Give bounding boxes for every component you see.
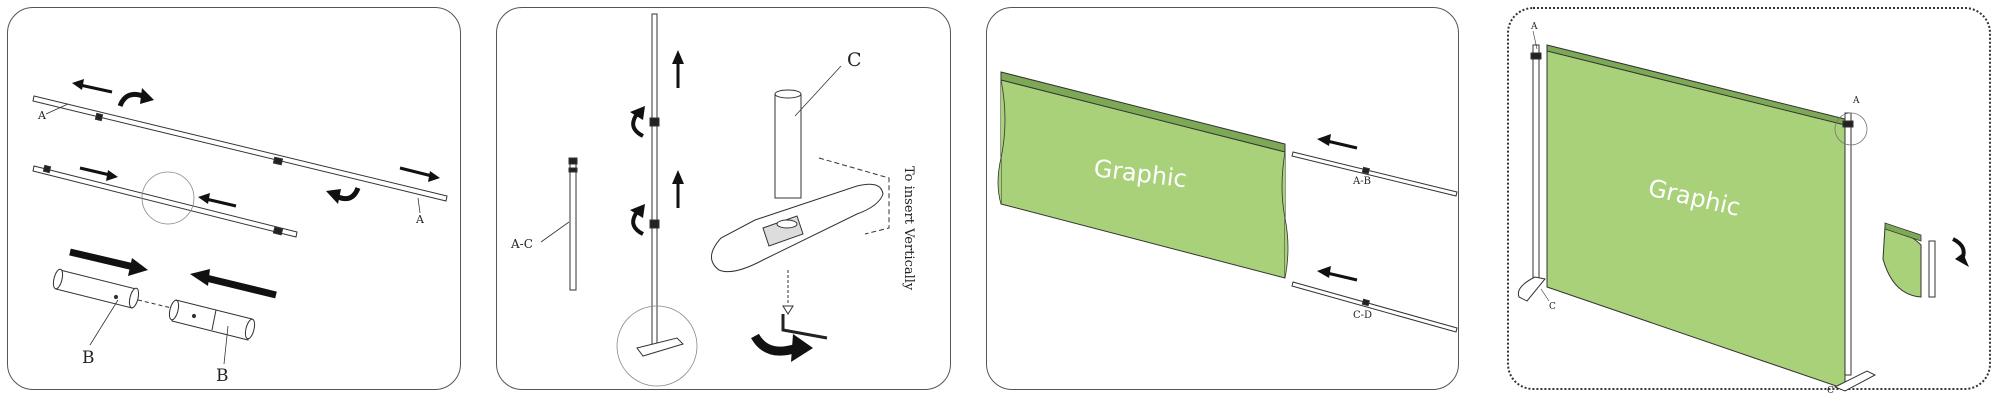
left-foot <box>1517 276 1546 302</box>
arrow-left-small-icon <box>198 193 237 208</box>
rotate-arrow-icon-2 <box>630 204 645 236</box>
step-2-panel: A-C C <box>496 7 951 390</box>
label-a-top-right: A <box>1852 96 1860 106</box>
step-3-panel: Graphic A-B C-D <box>986 7 1459 390</box>
tall-pole <box>649 13 660 345</box>
big-arrow-left-icon <box>190 269 277 299</box>
label-c-right: C <box>1827 386 1834 396</box>
graphic-banner <box>997 71 1289 279</box>
label-c: C <box>847 49 862 71</box>
arrow-right-icon <box>399 166 440 182</box>
label-vertical-note: To insert Vertically <box>901 166 916 291</box>
rotate-arrow-icon <box>630 106 645 138</box>
arrow-up-icon-2 <box>672 170 684 208</box>
rotate-big-arrow-icon <box>751 333 813 362</box>
detail-circle <box>1834 112 1868 146</box>
step-1-panel: A A <box>7 7 461 390</box>
step-4-illustration: A C Graphic A C <box>1517 22 1969 396</box>
post-c <box>774 89 802 199</box>
lower-pole <box>32 164 298 238</box>
arrow-left-icon <box>72 79 113 94</box>
step-3-illustration: Graphic A-B C-D <box>997 71 1458 333</box>
arrow-right-small-icon <box>79 166 118 181</box>
rotate-arrow-icon <box>117 88 154 108</box>
step-4-panel: A C Graphic A C <box>1507 7 1991 396</box>
label-a-b: A-B <box>1352 176 1371 187</box>
arrow-up-icon <box>672 50 684 88</box>
label-b-right: B <box>216 366 229 386</box>
right-foot <box>1833 370 1877 392</box>
detail-circle <box>141 171 195 225</box>
rolled-banner-detail <box>1882 222 1936 298</box>
pole-a-b <box>1291 151 1458 197</box>
label-a-top-left: A <box>1530 22 1538 32</box>
step-1-illustration: A A <box>32 79 448 386</box>
foot-base <box>711 183 884 273</box>
label-a-c: A-C <box>510 237 533 251</box>
label-a-right: A <box>415 213 425 226</box>
arrow-left-icon <box>1317 134 1358 150</box>
step-2-illustration: A-C C <box>510 13 916 387</box>
label-a-left: A <box>37 109 47 122</box>
label-b-left: B <box>82 348 95 368</box>
rotate-arrow-icon-2 <box>326 186 361 204</box>
upper-pole <box>32 95 448 202</box>
arrow-left-icon-2 <box>1317 266 1358 282</box>
pole-c-d <box>1291 281 1458 333</box>
left-frame-pole <box>1530 44 1542 284</box>
right-frame-pole <box>1842 112 1854 376</box>
pole-a-c <box>568 157 578 291</box>
tube-b-right <box>168 299 256 341</box>
rotate-arrow-icon <box>1952 237 1969 267</box>
big-arrow-right-icon <box>69 248 148 276</box>
tube-b-left <box>52 268 140 309</box>
graphic-banner <box>1546 44 1846 390</box>
allen-key-icon <box>781 314 828 340</box>
label-c-left: C <box>1549 302 1556 312</box>
detail-circle <box>616 305 698 387</box>
label-c-d: C-D <box>1353 310 1372 321</box>
small-base <box>636 337 684 357</box>
